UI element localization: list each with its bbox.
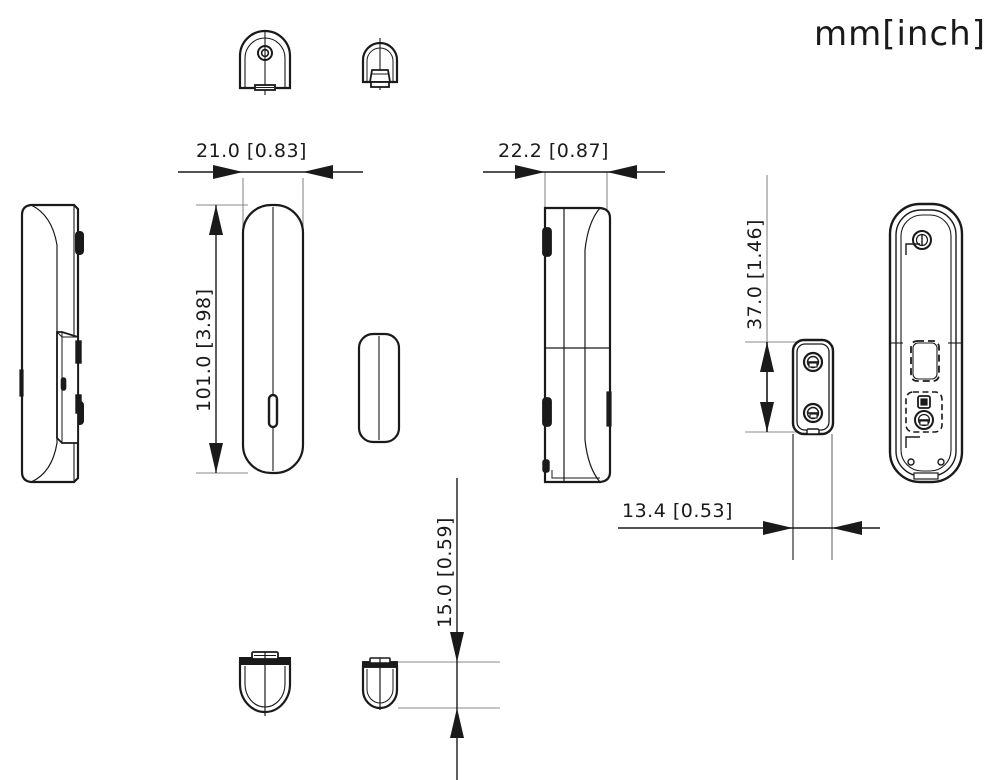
dimension-height-bracket: 37.0 [1.46] (744, 175, 800, 433)
sensor-left-side-view (19, 203, 84, 484)
magnet-bottom-view (361, 657, 399, 710)
dimension-label-15: 15.0 [0.59] (434, 517, 456, 628)
unit-title: mm[inch] (813, 14, 986, 54)
sensor-bottom-view (238, 651, 292, 716)
magnet-top-view (361, 38, 399, 90)
dimension-label-21: 21.0 [0.83] (196, 140, 307, 162)
dimension-label-101: 101.0 [3.98] (193, 288, 215, 412)
dimension-width-bracket-offset: 13.4 [0.53] (618, 434, 880, 560)
dimension-label-37: 37.0 [1.46] (744, 219, 766, 330)
dimension-height-front: 101.0 [3.98] (193, 204, 248, 474)
sensor-top-view (238, 29, 292, 95)
dimension-label-13-4: 13.4 [0.53] (622, 500, 733, 522)
sensor-front-view (241, 203, 305, 475)
dimension-depth-side: 22.2 [0.87] (483, 140, 665, 210)
sensor-right-side-view (542, 206, 612, 484)
magnet-front-view (357, 332, 401, 444)
sensor-back-view (888, 202, 964, 484)
dimension-label-22-2: 22.2 [0.87] (498, 140, 609, 162)
mounting-bracket-view (791, 338, 835, 436)
dimension-height-magnet-bottom: 15.0 [0.59] (398, 478, 500, 780)
